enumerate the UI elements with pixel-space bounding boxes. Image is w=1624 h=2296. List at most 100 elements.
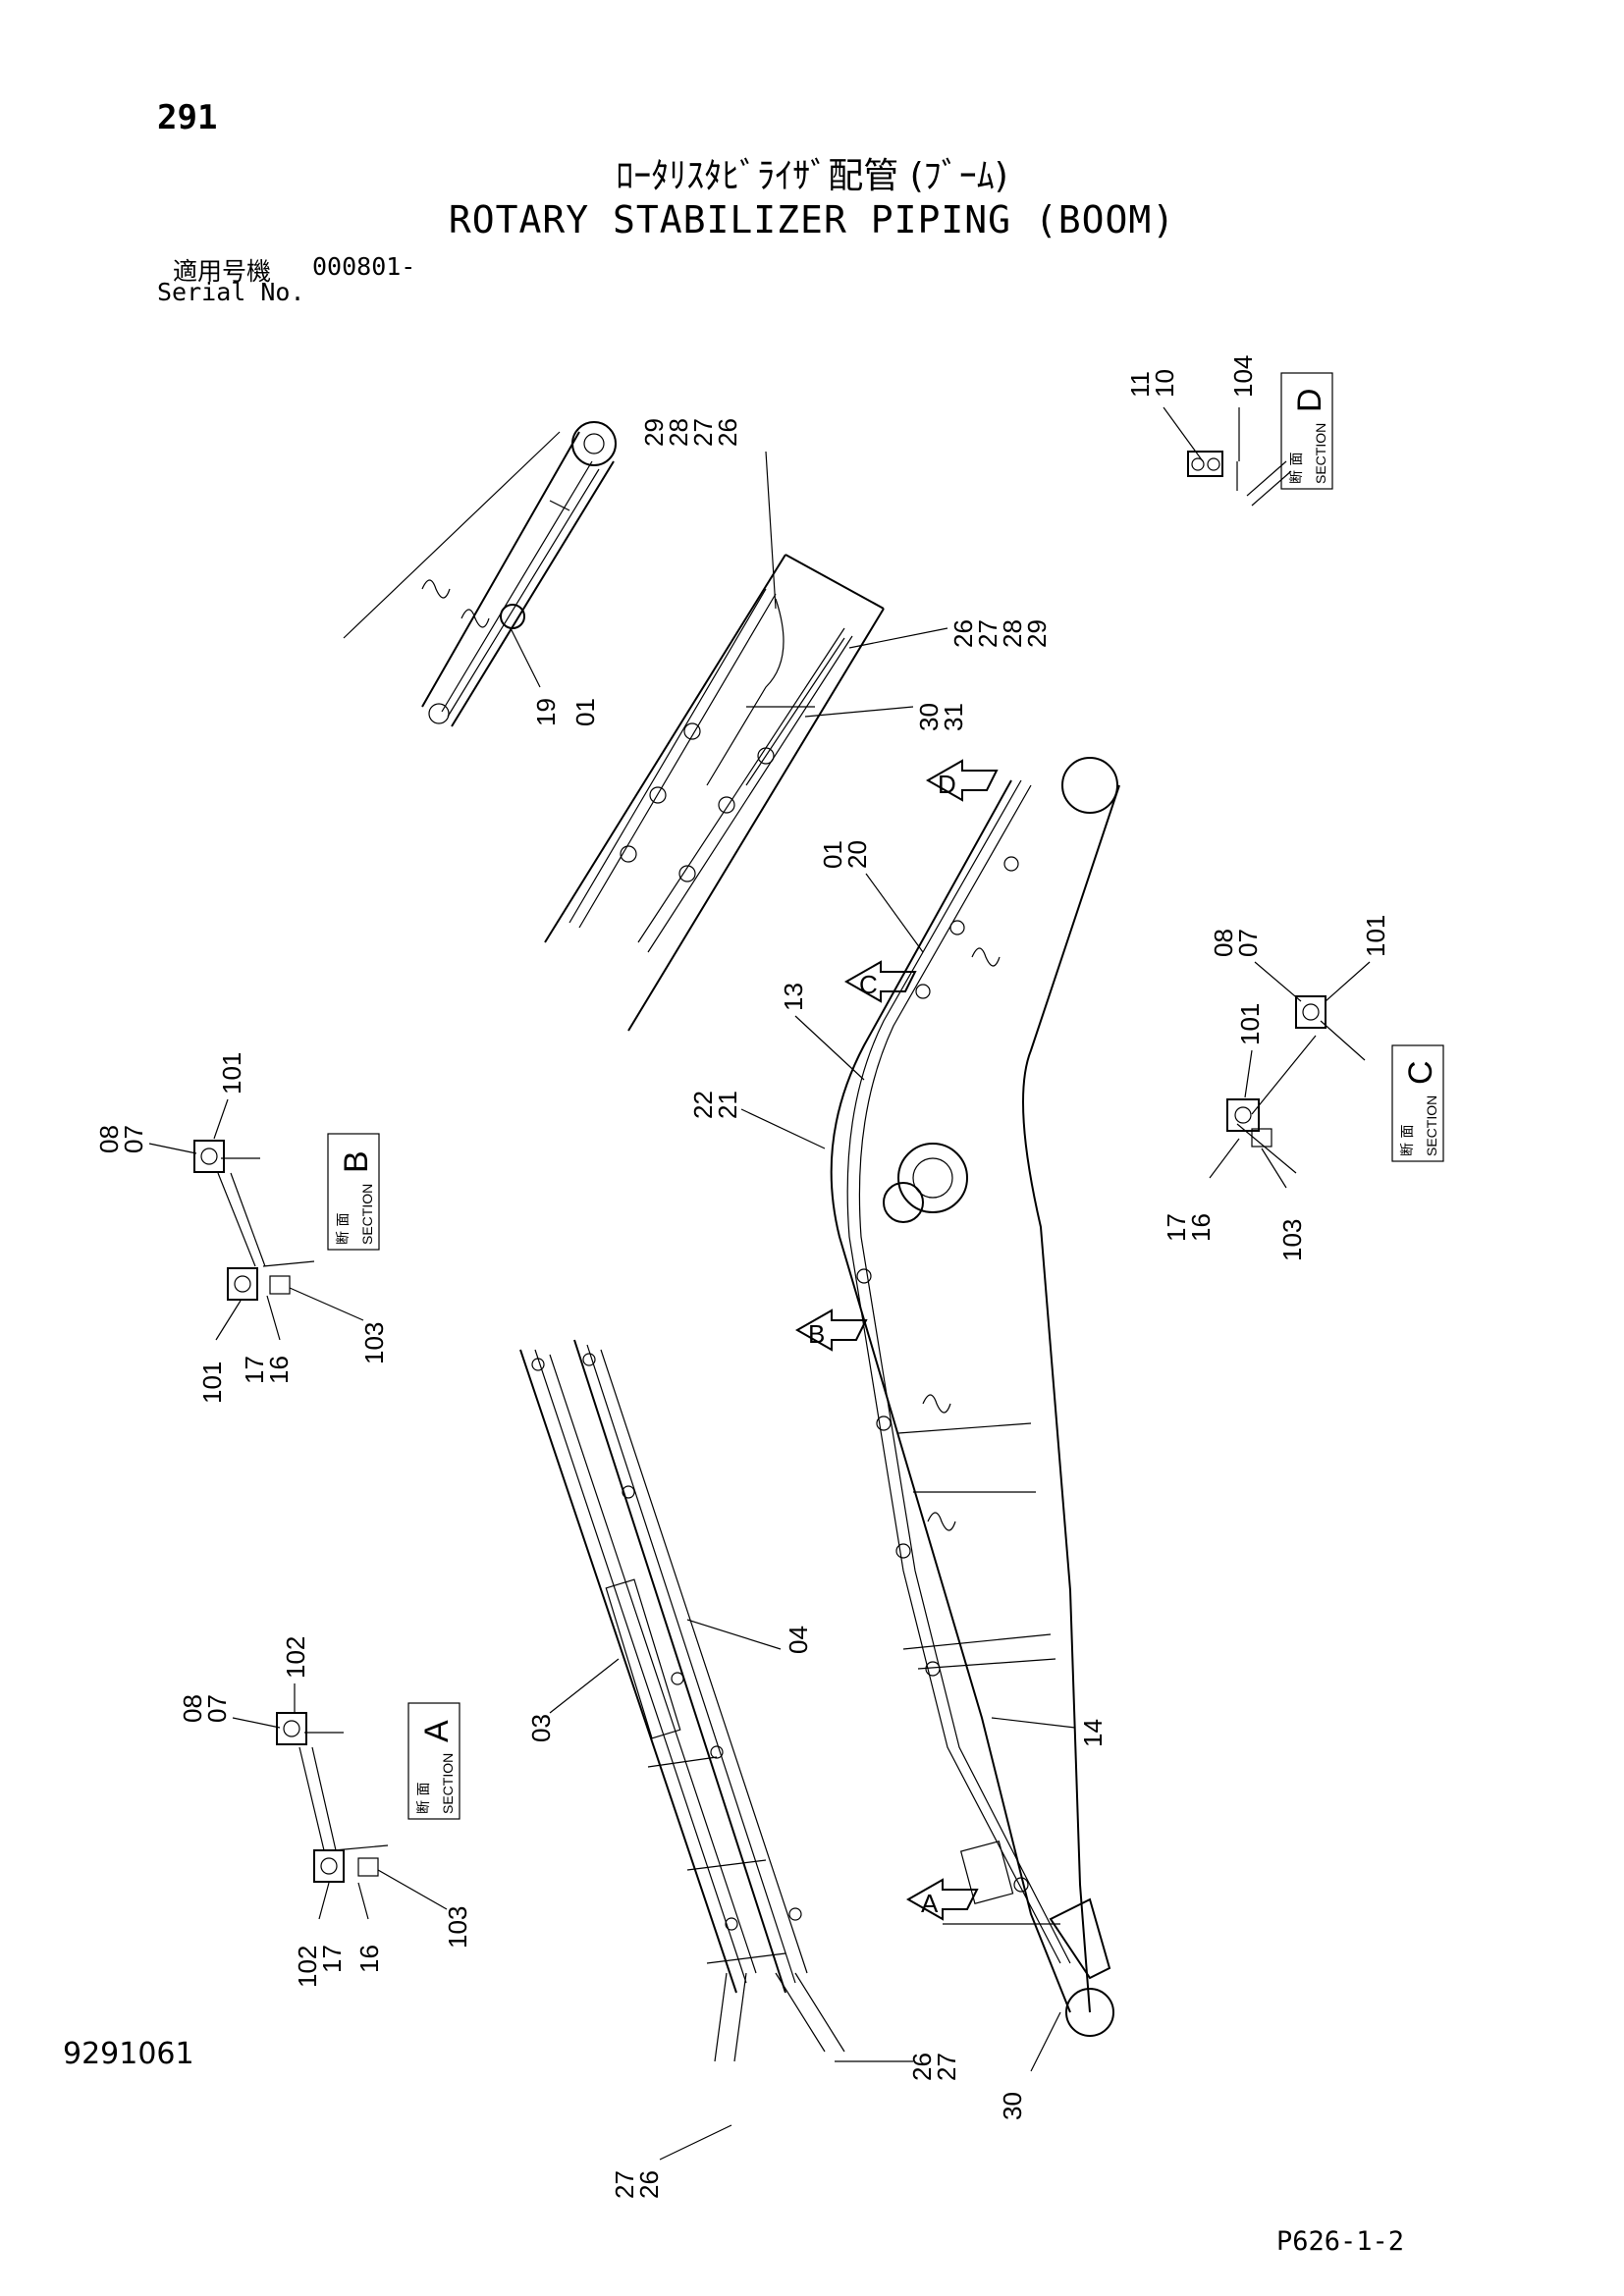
part-number-label: 103 xyxy=(359,1322,389,1364)
callout-08-07-101-b: 08 07 101 xyxy=(94,1052,246,1154)
part-number-label: 102 xyxy=(293,1946,322,1988)
section-d-view xyxy=(1187,451,1292,507)
part-number-label: 101 xyxy=(1235,1003,1265,1045)
drawing-number: 9291061 xyxy=(63,2037,194,2071)
part-number-label: 28 xyxy=(998,619,1027,648)
callout-30-31: 30 31 xyxy=(804,703,968,731)
section-letter: C xyxy=(1402,1060,1439,1085)
view-arrow-d: D xyxy=(925,759,999,802)
part-number-label: 19 xyxy=(531,698,561,726)
callout-08-07-102-a: 08 07 102 xyxy=(178,1636,310,1729)
callout-17-16-103-c: 17 16 103 xyxy=(1162,1138,1307,1261)
view-arrow-letter: A xyxy=(921,1889,939,1918)
section-word-japanese: 断 面 xyxy=(416,1783,432,1814)
part-number-label: 03 xyxy=(526,1714,556,1742)
part-number-label: 22 xyxy=(688,1091,718,1119)
callout-26-27-28-29-right: 26 27 28 29 xyxy=(848,619,1052,649)
part-number-label: 08 xyxy=(94,1125,124,1153)
part-number-label: 17 xyxy=(1162,1213,1191,1242)
section-letter: D xyxy=(1291,388,1328,412)
serial-number-value: 000801- xyxy=(312,252,416,281)
view-arrow-letter: D xyxy=(938,770,956,799)
section-word: SECTION xyxy=(1313,423,1328,484)
callout-14: 14 xyxy=(991,1717,1108,1747)
detail-boom-upper-section xyxy=(544,554,885,1032)
part-number-label: 101 xyxy=(1361,915,1390,957)
callout-26-27-lower-right: 26 27 xyxy=(835,2053,961,2081)
part-number-label: 29 xyxy=(639,418,669,447)
section-a-view xyxy=(276,1712,389,1883)
part-number-label: 20 xyxy=(842,840,872,869)
serial-label-japanese: 適用号機 xyxy=(173,257,272,286)
callout-22-21: 22 21 xyxy=(688,1091,826,1149)
part-number-label: 28 xyxy=(664,418,693,447)
part-number-label: 17 xyxy=(317,1945,347,1973)
part-number-label: 30 xyxy=(998,2092,1027,2120)
part-number-label: 07 xyxy=(119,1125,148,1153)
part-number-label: 27 xyxy=(688,418,718,447)
part-number-label: 29 xyxy=(1022,619,1052,648)
view-arrow-letter: C xyxy=(859,970,878,999)
callout-29-28-27-26-top: 29 28 27 26 xyxy=(639,418,777,610)
part-number-label: 27 xyxy=(973,619,1002,648)
part-number-label: 31 xyxy=(939,703,968,731)
part-number-label: 26 xyxy=(713,418,742,447)
page-number: 291 xyxy=(157,98,218,137)
part-number-label: 16 xyxy=(264,1356,294,1384)
part-number-label: 10 xyxy=(1150,369,1179,398)
part-number-label: 27 xyxy=(932,2053,961,2081)
callout-03: 03 xyxy=(526,1658,620,1742)
part-number-label: 26 xyxy=(907,2053,937,2081)
part-number-label: 16 xyxy=(354,1945,384,1973)
detail-boom-tip xyxy=(343,421,617,727)
callout-27-26-lower-left: 27 26 xyxy=(610,2124,732,2199)
section-letter: B xyxy=(338,1150,375,1173)
section-c-view xyxy=(1226,995,1366,1174)
section-d-label-box: D SECTION 断 面 xyxy=(1280,372,1333,490)
part-number-label: 17 xyxy=(240,1356,269,1384)
part-number-label: 11 xyxy=(1125,371,1155,398)
view-arrow-a: A xyxy=(905,1878,979,1921)
part-number-label: 104 xyxy=(1228,355,1258,398)
part-number-label: 04 xyxy=(784,1626,813,1654)
title-japanese: ﾛｰﾀﾘｽﾀﾋﾞﾗｲｻﾞ配管 (ﾌﾞｰﾑ) xyxy=(616,156,1008,196)
view-arrow-letter: B xyxy=(808,1319,825,1349)
section-word-japanese: 断 面 xyxy=(1400,1125,1416,1156)
callout-30-bottom: 30 xyxy=(998,2011,1061,2120)
part-number-label: 102 xyxy=(281,1636,310,1679)
part-number-label: 21 xyxy=(713,1091,742,1119)
part-number-label: 01 xyxy=(570,698,600,726)
callout-101-17-16-103-b: 101 17 16 103 xyxy=(197,1287,389,1404)
part-number-label: 07 xyxy=(202,1694,232,1723)
part-number-label: 16 xyxy=(1186,1213,1216,1242)
main-boom xyxy=(830,757,1120,2037)
detail-boom-lower-piping xyxy=(519,1339,845,2062)
part-number-label: 08 xyxy=(178,1694,207,1723)
part-number-label: 01 xyxy=(818,840,847,869)
section-letter: A xyxy=(418,1720,456,1742)
part-number-label: 08 xyxy=(1209,929,1238,957)
view-arrow-c: C xyxy=(843,960,917,1003)
section-word: SECTION xyxy=(359,1184,375,1245)
callout-01-20: 01 20 xyxy=(818,840,924,953)
part-number-label: 13 xyxy=(779,983,808,1011)
part-number-label: 27 xyxy=(610,2170,639,2199)
callout-101-c-mid: 101 xyxy=(1235,1003,1265,1098)
serial-label-english: Serial No. xyxy=(157,278,305,306)
callout-08-07-101-c: 08 07 101 xyxy=(1209,915,1390,1002)
part-number-label: 103 xyxy=(443,1906,472,1949)
section-word: SECTION xyxy=(1424,1095,1439,1156)
part-number-label: 103 xyxy=(1277,1219,1307,1261)
view-arrow-b: B xyxy=(794,1308,868,1352)
title-english: ROTARY STABILIZER PIPING (BOOM) xyxy=(448,198,1176,241)
section-b-view xyxy=(193,1140,315,1301)
section-word: SECTION xyxy=(440,1753,456,1814)
callout-13: 13 xyxy=(779,983,865,1081)
callout-11-10-104: 11 10 104 xyxy=(1125,355,1258,462)
section-word-japanese: 断 面 xyxy=(336,1213,352,1245)
section-word-japanese: 断 面 xyxy=(1289,453,1305,484)
callout-19-01: 19 01 xyxy=(531,698,600,726)
part-number-label: 101 xyxy=(217,1052,246,1095)
